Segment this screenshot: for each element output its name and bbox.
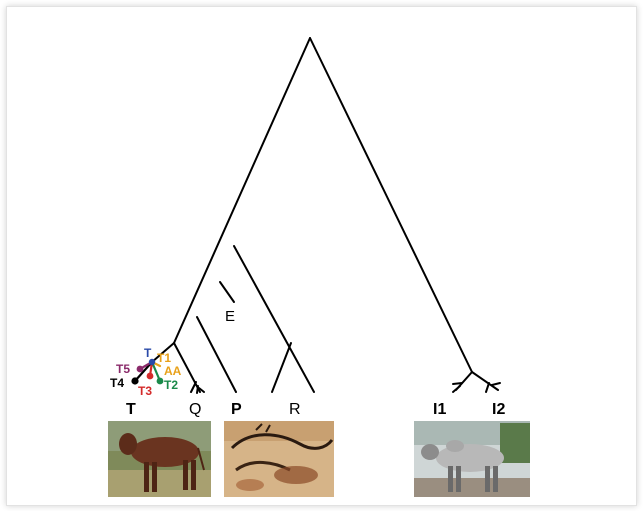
zebu-photo bbox=[414, 421, 530, 497]
tip-label-i2: I2 bbox=[492, 401, 505, 418]
branch-r-clade bbox=[233, 245, 315, 393]
node-t5 bbox=[136, 365, 144, 373]
node-t3 bbox=[146, 372, 154, 380]
node-t4 bbox=[131, 377, 139, 385]
node-t bbox=[148, 358, 156, 366]
taurine-cow-photo bbox=[108, 421, 211, 497]
tip-label-t: T bbox=[126, 401, 136, 418]
branch-r-left bbox=[271, 342, 292, 393]
branch-taurine-lineage bbox=[173, 37, 311, 344]
branch-indicine-lineage bbox=[309, 37, 473, 373]
branch-i1-tip-a bbox=[452, 382, 463, 385]
label-t-node: T bbox=[144, 346, 152, 360]
tree-branches bbox=[151, 37, 501, 394]
branch-q-tip-3 bbox=[198, 387, 205, 393]
branch-t2 bbox=[150, 360, 162, 383]
label-aa: AA bbox=[164, 364, 182, 378]
branch-e bbox=[219, 281, 235, 303]
node-t2 bbox=[156, 377, 164, 385]
label-t5: T5 bbox=[116, 362, 130, 376]
branch-i2 bbox=[471, 371, 499, 391]
tip-label-i1: I1 bbox=[433, 401, 446, 418]
label-t4: T4 bbox=[110, 376, 124, 390]
label-t1: T1 bbox=[157, 351, 171, 365]
tip-label-q: Q bbox=[189, 401, 201, 418]
clade-labels: E T T1 AA T2 T3 T4 T5 bbox=[110, 308, 235, 398]
tip-label-r: R bbox=[289, 401, 301, 418]
branch-i2-tip-b bbox=[491, 382, 501, 386]
branch-i1-tip-b bbox=[452, 385, 461, 393]
tip-label-p: P bbox=[231, 401, 242, 418]
branch-q-tip-1 bbox=[190, 381, 197, 393]
t-haplogroup-star bbox=[131, 358, 164, 385]
branch-t bbox=[151, 342, 175, 363]
label-t2: T2 bbox=[164, 378, 178, 392]
branch-q-tip-2 bbox=[196, 385, 199, 394]
tip-labels: T Q P R I1 I2 bbox=[126, 401, 505, 418]
branch-p bbox=[196, 316, 237, 393]
branch-i2-tip-a bbox=[485, 382, 490, 393]
label-t3: T3 bbox=[138, 384, 152, 398]
cave-painting-photo bbox=[224, 421, 334, 497]
label-e: E bbox=[225, 308, 235, 325]
branch-t4 bbox=[133, 360, 154, 383]
